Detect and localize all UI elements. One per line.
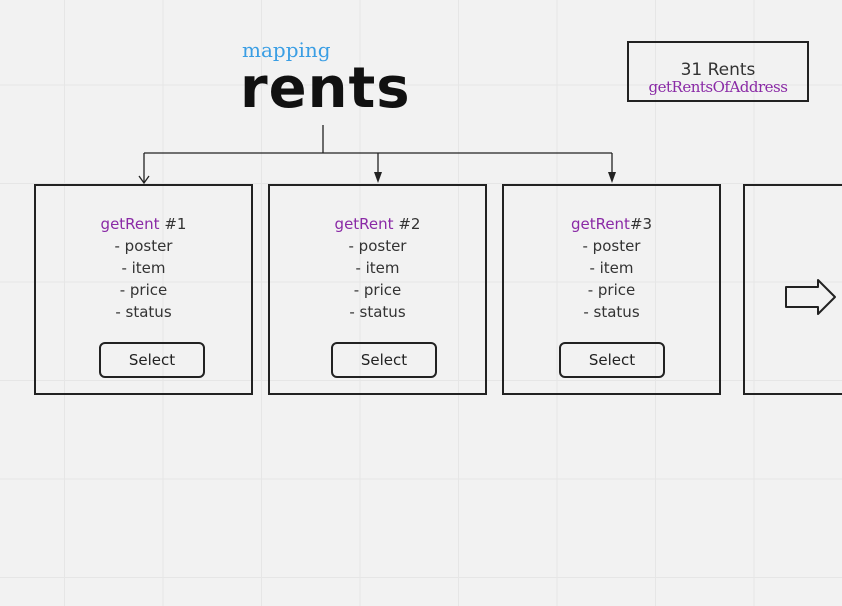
rent-count-box: 31 Rents getRentsOfAddress bbox=[627, 41, 809, 102]
next-card-partial bbox=[743, 184, 842, 395]
card-title: getRent#3 bbox=[504, 213, 719, 235]
rent-card-2: getRent #2 - poster - item - price - sta… bbox=[268, 184, 487, 395]
field-status: - status bbox=[583, 303, 640, 321]
rent-card-3: getRent#3 - poster - item - price - stat… bbox=[502, 184, 721, 395]
card-index: #2 bbox=[393, 215, 421, 233]
select-button-1[interactable]: Select bbox=[99, 342, 205, 378]
right-arrow-icon[interactable] bbox=[784, 278, 838, 316]
field-price: - price bbox=[587, 281, 636, 299]
mapping-label: mapping bbox=[242, 38, 331, 62]
field-price: - price bbox=[353, 281, 402, 299]
card-function: getRent bbox=[334, 215, 394, 233]
rent-card-1: getRent #1 - poster - item - price - sta… bbox=[34, 184, 253, 395]
arrowhead-3 bbox=[608, 172, 616, 183]
field-status: - status bbox=[115, 303, 172, 321]
arrowhead-2 bbox=[374, 172, 382, 183]
field-price: - price bbox=[119, 281, 168, 299]
card-index: #3 bbox=[629, 215, 653, 233]
rent-count-function: getRentsOfAddress bbox=[648, 78, 788, 96]
rent-count: 31 Rents bbox=[680, 60, 756, 80]
arrowhead-1 bbox=[138, 175, 150, 185]
card-title: getRent #2 bbox=[270, 213, 485, 235]
field-poster: - poster bbox=[348, 237, 407, 255]
select-button-3[interactable]: Select bbox=[559, 342, 665, 378]
rents-title: rents bbox=[240, 56, 411, 121]
field-poster: - poster bbox=[582, 237, 641, 255]
card-index: #1 bbox=[159, 215, 187, 233]
card-function: getRent bbox=[100, 215, 160, 233]
field-item: - item bbox=[589, 259, 634, 277]
field-poster: - poster bbox=[114, 237, 173, 255]
field-item: - item bbox=[121, 259, 166, 277]
card-title: getRent #1 bbox=[36, 213, 251, 235]
field-status: - status bbox=[349, 303, 406, 321]
select-button-2[interactable]: Select bbox=[331, 342, 437, 378]
field-item: - item bbox=[355, 259, 400, 277]
card-function: getRent bbox=[570, 215, 630, 233]
